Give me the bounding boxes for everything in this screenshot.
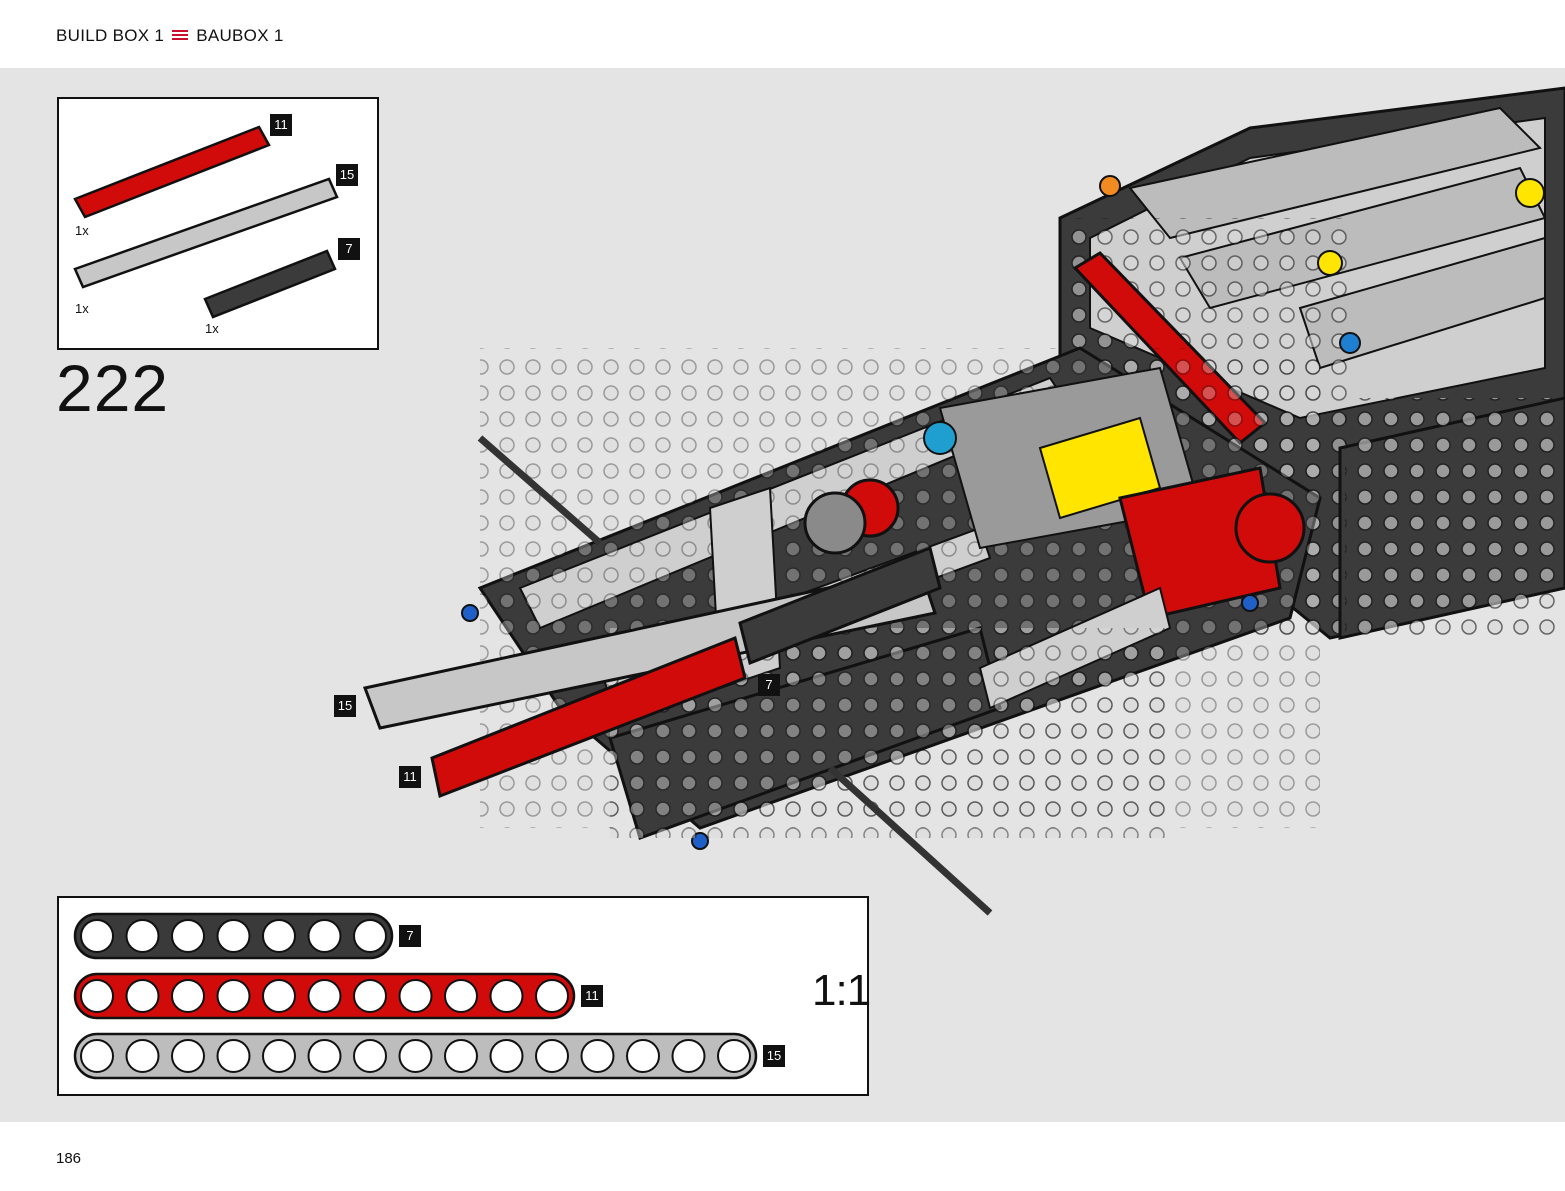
step-number: 222: [56, 351, 170, 425]
ruler-hole: [398, 1039, 433, 1073]
ruler-hole: [125, 919, 160, 953]
header-title-en: BUILD BOX 1: [56, 26, 165, 45]
light-gray-beam-part: [73, 177, 339, 289]
scale-ruler-box: 7 11 15: [57, 896, 869, 1096]
ruler-hole: [171, 1039, 205, 1073]
ruler-hole: [80, 1039, 114, 1073]
ruler-hole: [216, 979, 251, 1013]
dark-gray-beam-part: [203, 249, 337, 319]
ruler-hole: [535, 979, 569, 1013]
scale-label: 1:1: [812, 966, 871, 1015]
ruler-hole: [125, 1039, 160, 1073]
part-length-label-dark-gray: 7: [338, 238, 360, 260]
ruler-hole: [671, 1039, 706, 1073]
ruler-hole: [353, 1039, 387, 1073]
ruler-hole: [125, 979, 160, 1013]
assembly-illustration: [362, 86, 1565, 916]
ruler-hole: [80, 919, 114, 953]
part-length-label-light-gray: 15: [336, 164, 358, 186]
axle-top: [477, 435, 603, 546]
header-title: BUILD BOX 1 BAUBOX 1: [56, 26, 284, 46]
callout-label-11: 11: [399, 766, 421, 788]
ruler-length-label-15: 15: [763, 1045, 785, 1067]
ruler-beam-11: [73, 972, 576, 1020]
ruler-hole: [444, 1039, 478, 1073]
new-beams: [362, 545, 942, 799]
ruler-hole: [307, 979, 342, 1013]
ruler-hole: [216, 1039, 251, 1073]
ruler-hole: [353, 979, 387, 1013]
axle-bottom: [827, 765, 993, 916]
ruler-hole: [580, 1039, 615, 1073]
parts-list-illustration: [73, 125, 339, 319]
ruler-beam-15: [73, 1032, 758, 1080]
part-quantity-light-gray: 1x: [75, 301, 89, 316]
menu-lines-icon: [172, 29, 189, 42]
ruler-hole: [398, 979, 433, 1013]
ruler-hole: [262, 1039, 296, 1073]
ruler-hole: [444, 979, 478, 1013]
parts-list-box: 11 15 7 1x 1x 1x: [57, 97, 379, 350]
part-length-label-red: 11: [270, 114, 292, 136]
illustration-area: [0, 68, 1565, 1122]
ruler-hole: [535, 1039, 569, 1073]
ruler-hole: [171, 979, 205, 1013]
header-title-de: BAUBOX 1: [196, 26, 284, 45]
part-quantity-red: 1x: [75, 223, 89, 238]
ruler-length-label-11: 11: [581, 985, 603, 1007]
ruler-length-label-7: 7: [399, 925, 421, 947]
page-number: 186: [56, 1150, 82, 1167]
ruler-hole: [353, 919, 387, 953]
ruler-hole: [307, 919, 342, 953]
ruler-hole: [489, 979, 524, 1013]
page-header: BUILD BOX 1 BAUBOX 1: [0, 0, 1565, 68]
ruler-beam-7: [73, 912, 394, 960]
ruler-hole: [626, 1039, 660, 1073]
ruler-hole: [80, 979, 114, 1013]
callout-label-7: 7: [758, 674, 780, 696]
beam-ruler: [73, 912, 758, 1080]
part-quantity-dark-gray: 1x: [205, 321, 219, 336]
ruler-hole: [717, 1039, 751, 1073]
ruler-hole: [262, 979, 296, 1013]
ruler-hole: [171, 919, 205, 953]
ruler-hole: [307, 1039, 342, 1073]
page-footer: [0, 1122, 1565, 1191]
ruler-hole: [489, 1039, 524, 1073]
callout-label-15: 15: [334, 695, 356, 717]
red-beam-part: [73, 125, 271, 219]
ruler-hole: [216, 919, 251, 953]
ruler-hole: [262, 919, 296, 953]
